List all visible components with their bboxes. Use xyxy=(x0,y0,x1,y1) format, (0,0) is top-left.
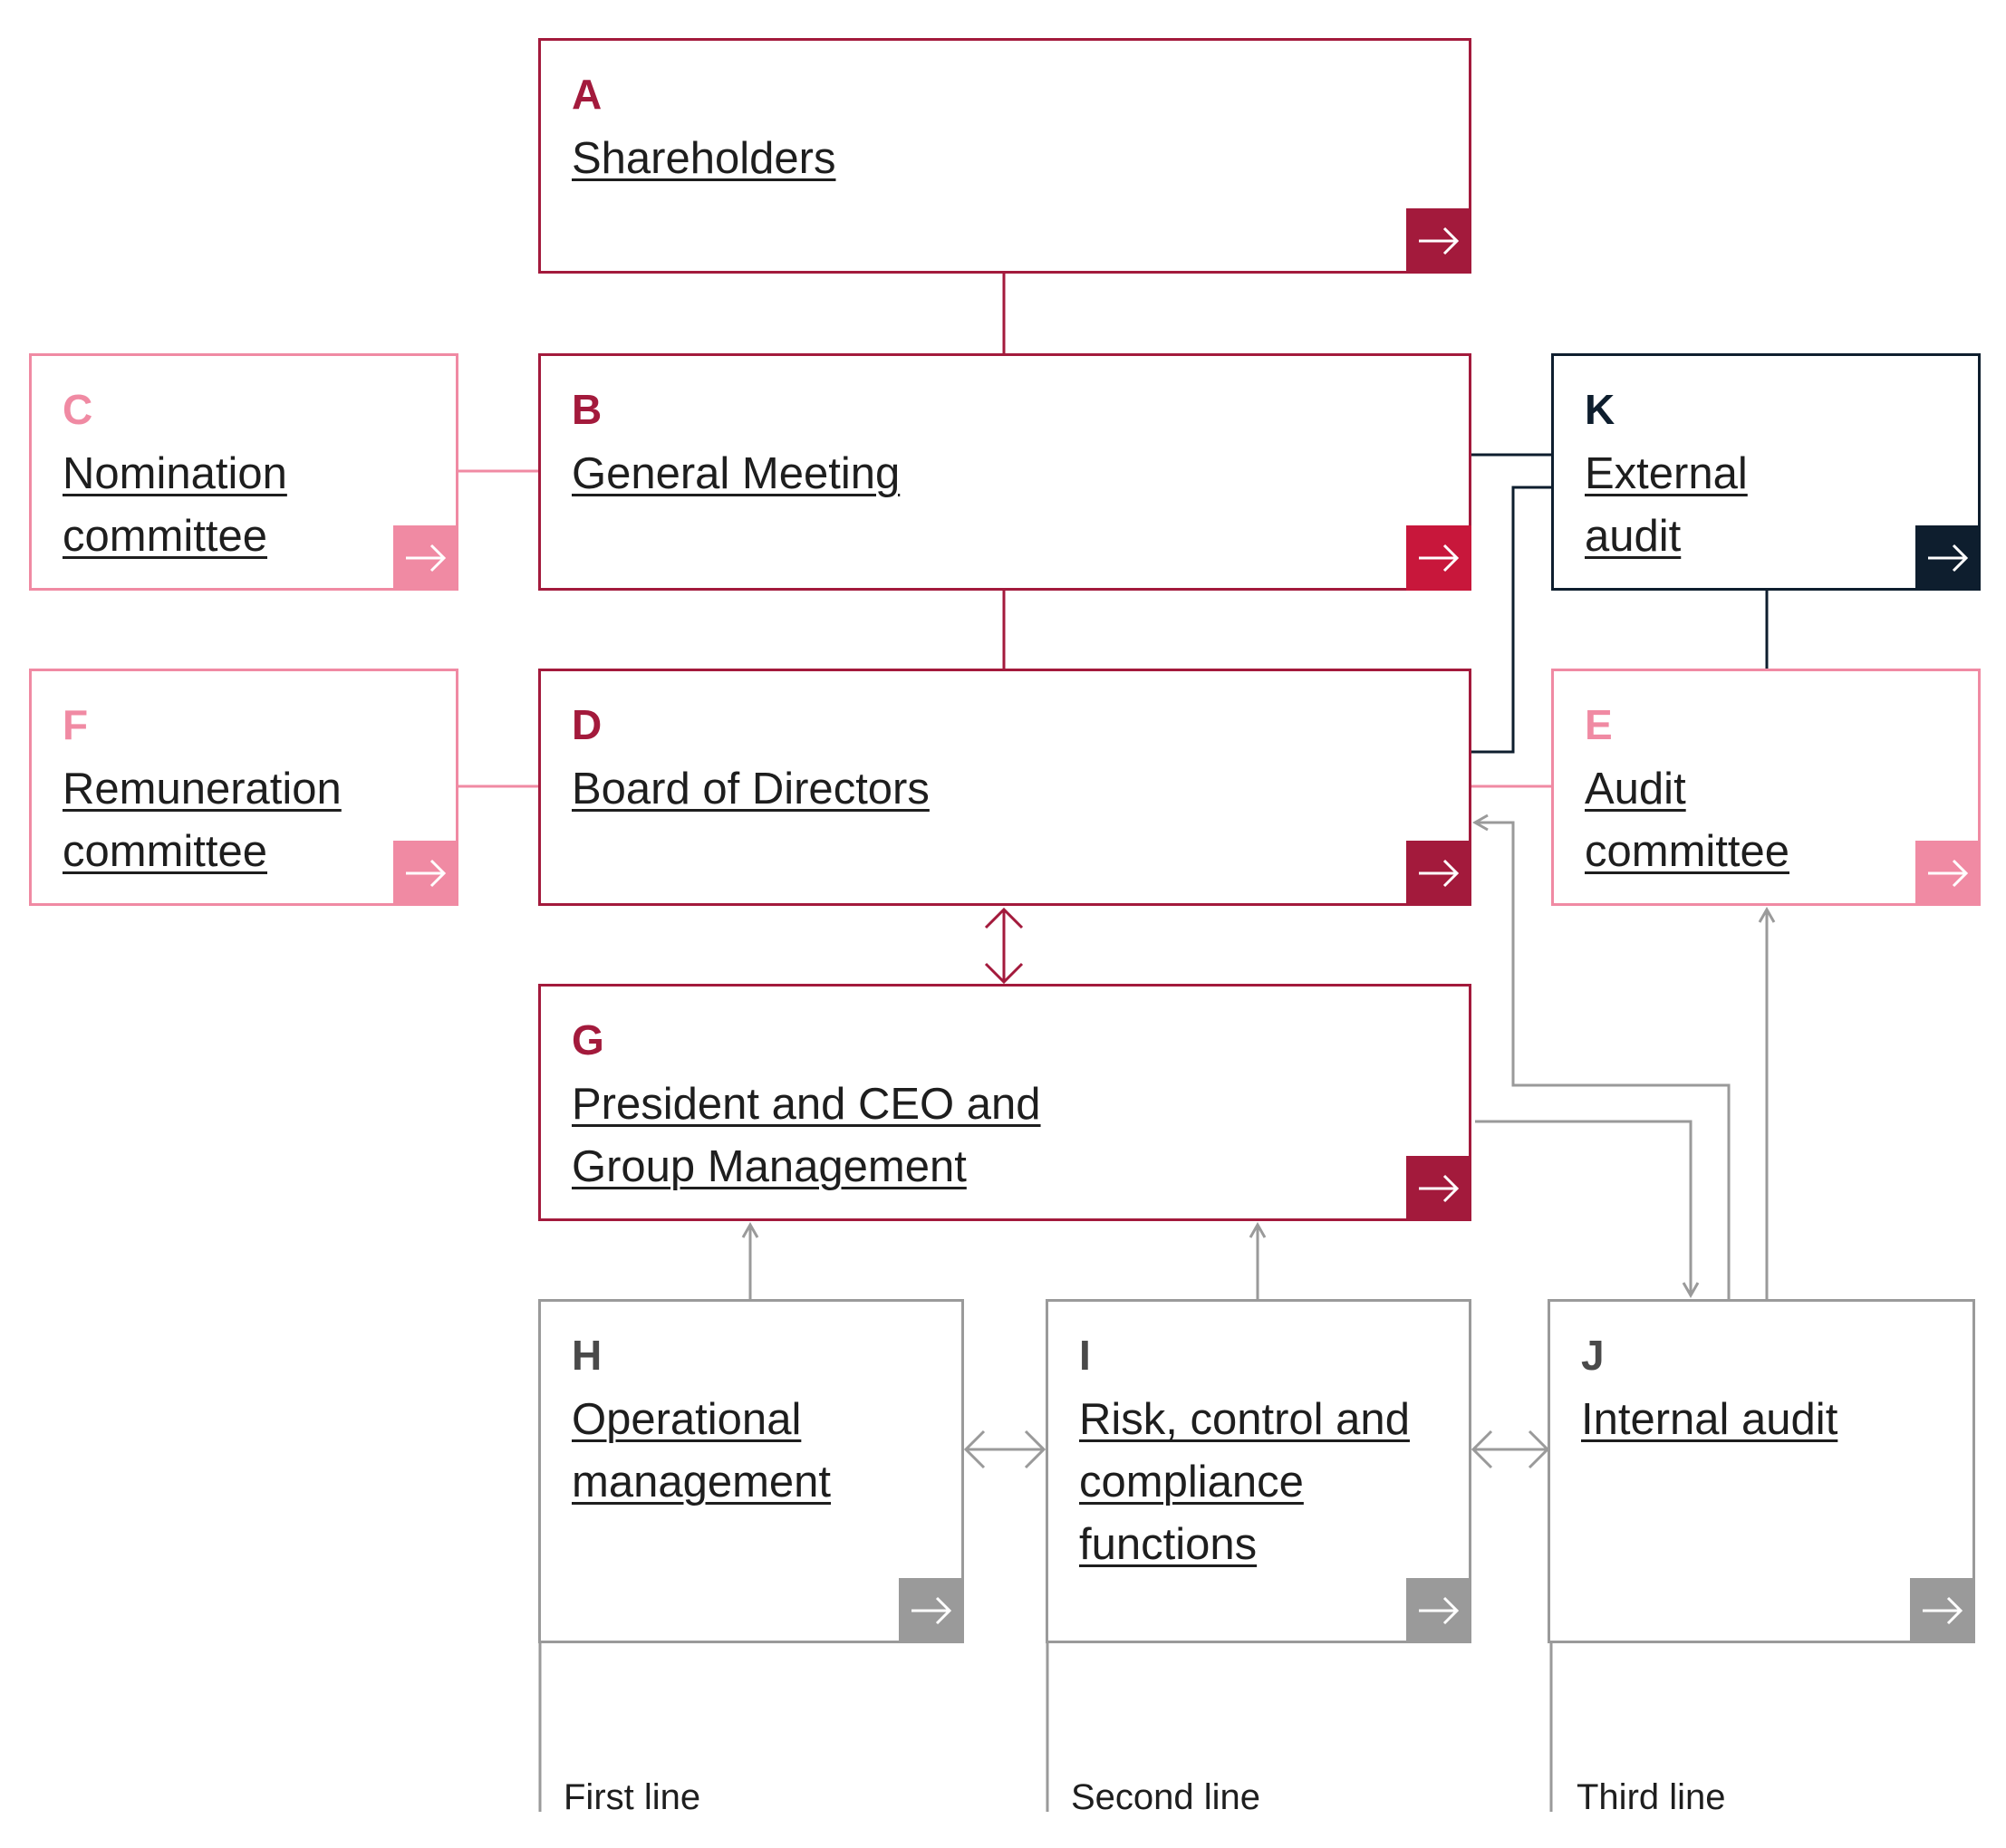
arrow-right-icon[interactable] xyxy=(393,525,458,591)
box-external-audit: K External audit xyxy=(1551,353,1981,591)
arrow-right-icon[interactable] xyxy=(899,1578,964,1643)
box-letter: K xyxy=(1585,386,1615,433)
arrow-right-icon[interactable] xyxy=(1406,841,1471,906)
double-arrow-d-g xyxy=(984,907,1024,985)
box-letter: H xyxy=(572,1332,603,1379)
connector-d-k xyxy=(1470,486,1551,754)
box-general-meeting: B General Meeting xyxy=(538,353,1471,591)
arrow-right-icon[interactable] xyxy=(1910,1578,1975,1643)
box-letter: G xyxy=(572,1016,604,1064)
third-line-label: Third line xyxy=(1577,1777,1726,1817)
audit-committee-link[interactable]: Audit committee xyxy=(1585,765,1790,876)
box-operational-management: H Operational management xyxy=(538,1299,964,1643)
arrow-right-icon[interactable] xyxy=(1406,1578,1471,1643)
arrow-right-icon[interactable] xyxy=(1406,208,1471,274)
box-letter: B xyxy=(572,386,603,433)
box-letter: C xyxy=(63,386,93,433)
first-line-label: First line xyxy=(564,1777,701,1817)
box-president-ceo-group-management: G President and CEO and Group Management xyxy=(538,984,1471,1221)
box-letter: I xyxy=(1079,1332,1091,1379)
box-letter: F xyxy=(63,701,89,748)
remuneration-committee-link[interactable]: Remuneration committee xyxy=(63,765,342,876)
arrow-right-icon[interactable] xyxy=(1915,841,1981,906)
shareholders-link[interactable]: Shareholders xyxy=(572,134,836,183)
president-ceo-link[interactable]: President and CEO and Group Management xyxy=(572,1080,1041,1191)
arrow-right-icon[interactable] xyxy=(1915,525,1981,591)
general-meeting-link[interactable]: General Meeting xyxy=(572,449,901,498)
box-remuneration-committee: F Remuneration committee xyxy=(29,669,458,906)
box-nomination-committee: C Nomination committee xyxy=(29,353,458,591)
double-arrow-h-i xyxy=(963,1429,1046,1469)
external-audit-link[interactable]: External audit xyxy=(1585,449,1748,561)
arrow-right-icon[interactable] xyxy=(393,841,458,906)
double-arrow-i-j xyxy=(1471,1429,1550,1469)
operational-management-link[interactable]: Operational management xyxy=(572,1395,832,1506)
arrow-right-icon[interactable] xyxy=(1406,1156,1471,1221)
arrow-right-icon[interactable] xyxy=(1406,525,1471,591)
risk-control-compliance-link[interactable]: Risk, control and compliance functions xyxy=(1079,1395,1410,1569)
nomination-committee-link[interactable]: Nomination committee xyxy=(63,449,287,561)
box-risk-control-compliance: I Risk, control and compliance functions xyxy=(1046,1299,1471,1643)
box-internal-audit: J Internal audit xyxy=(1548,1299,1975,1643)
box-board-of-directors: D Board of Directors xyxy=(538,669,1471,906)
internal-audit-link[interactable]: Internal audit xyxy=(1581,1395,1838,1444)
box-audit-committee: E Audit committee xyxy=(1551,669,1981,906)
arrow-j-d xyxy=(1471,813,1731,1299)
arrow-g-j xyxy=(1475,1120,1700,1299)
box-letter: A xyxy=(572,71,603,118)
box-letter: J xyxy=(1581,1332,1605,1379)
box-letter: D xyxy=(572,701,603,748)
box-shareholders: A Shareholders xyxy=(538,38,1471,274)
board-of-directors-link[interactable]: Board of Directors xyxy=(572,765,930,813)
second-line-label: Second line xyxy=(1071,1777,1261,1817)
box-letter: E xyxy=(1585,701,1613,748)
